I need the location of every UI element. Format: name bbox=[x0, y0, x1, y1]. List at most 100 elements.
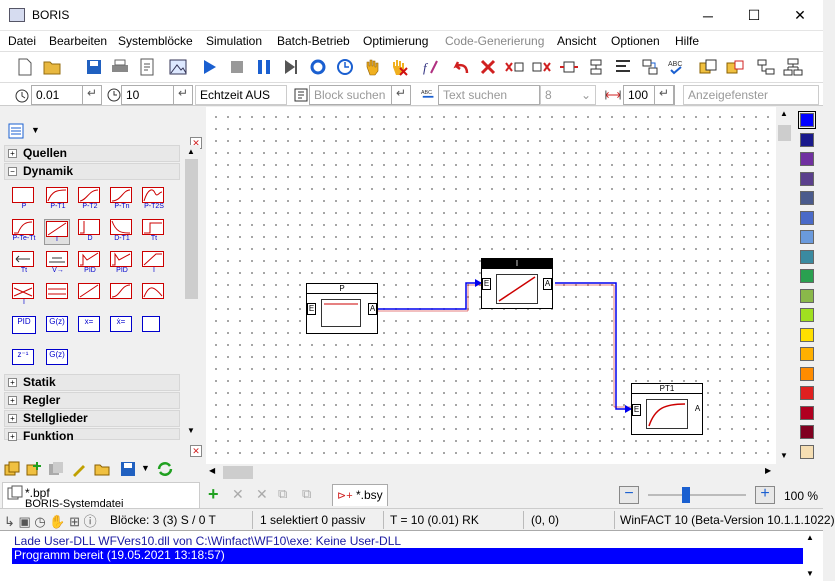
add-tab-icon[interactable]: + bbox=[208, 484, 219, 504]
menu-ansicht[interactable]: Ansicht bbox=[557, 34, 597, 48]
block-s-curve[interactable] bbox=[110, 283, 134, 309]
color-swatch[interactable] bbox=[800, 269, 814, 283]
block-pid-2[interactable]: PID bbox=[110, 251, 134, 277]
print-icon[interactable] bbox=[110, 57, 130, 77]
scroll-down-icon[interactable]: ▼ bbox=[780, 451, 788, 460]
zoom-out-button[interactable]: − bbox=[619, 486, 639, 504]
color-swatch[interactable] bbox=[800, 347, 814, 361]
open-folder-icon[interactable] bbox=[42, 57, 62, 77]
align-vertical-icon[interactable] bbox=[586, 57, 606, 77]
canvas-horizontal-scrollbar[interactable]: ◀ ▶ bbox=[206, 464, 776, 481]
block-v[interactable]: V→ bbox=[46, 251, 70, 277]
connect-icon[interactable] bbox=[640, 57, 660, 77]
scroll-down-icon[interactable]: ▼ bbox=[187, 426, 195, 435]
ungroup-icon[interactable] bbox=[725, 57, 745, 77]
scroll-up-icon[interactable]: ▲ bbox=[187, 147, 195, 156]
save-dropdown-icon[interactable]: ▼ bbox=[141, 463, 150, 473]
output-port[interactable]: A bbox=[368, 303, 377, 315]
scroll-thumb[interactable] bbox=[185, 159, 198, 299]
refresh-icon[interactable] bbox=[308, 57, 328, 77]
layout-icon[interactable] bbox=[756, 57, 776, 77]
color-swatch[interactable] bbox=[800, 308, 814, 322]
close-button[interactable]: ✕ bbox=[794, 7, 806, 23]
save-project-icon[interactable] bbox=[120, 461, 136, 477]
color-swatch[interactable] bbox=[800, 230, 814, 244]
block-state-space[interactable]: x= bbox=[78, 316, 100, 332]
menu-simulation[interactable]: Simulation bbox=[206, 34, 263, 48]
category-dynamik[interactable]: −Dynamik bbox=[4, 163, 180, 180]
input-port[interactable]: E bbox=[482, 278, 491, 290]
block-pid[interactable]: PID bbox=[78, 251, 102, 277]
zoom-slider-track[interactable] bbox=[648, 494, 746, 496]
block-gz-2[interactable]: G(z) bbox=[46, 349, 68, 365]
close-project-panel-icon[interactable]: ✕ bbox=[190, 445, 202, 457]
input-port[interactable]: E bbox=[307, 303, 316, 315]
scroll-thumb[interactable] bbox=[223, 466, 253, 479]
new-file-icon[interactable] bbox=[15, 57, 35, 77]
block-dt1[interactable]: D-T1 bbox=[110, 219, 134, 245]
step-icon[interactable] bbox=[281, 57, 301, 77]
delete-connection-icon[interactable] bbox=[505, 57, 525, 77]
spell-check-icon[interactable]: ABC bbox=[667, 57, 687, 77]
block-i-selected[interactable]: I bbox=[44, 219, 70, 245]
tab-system-file[interactable]: ⊳+ *.bsy bbox=[332, 484, 388, 506]
menu-systembloecke[interactable]: Systemblöcke bbox=[118, 34, 193, 48]
close-all-tabs-icon[interactable]: ✕ bbox=[256, 486, 268, 502]
function-icon[interactable]: f bbox=[420, 57, 440, 77]
project-file-name[interactable]: *.bpf bbox=[25, 486, 50, 500]
maximize-button[interactable]: ☐ bbox=[747, 7, 761, 23]
category-stellglieder[interactable]: +Stellglieder bbox=[4, 410, 180, 427]
realtime-toggle[interactable]: Echtzeit AUS bbox=[195, 85, 287, 105]
align-icon[interactable] bbox=[613, 57, 633, 77]
color-swatch[interactable] bbox=[800, 249, 814, 264]
color-swatch[interactable] bbox=[798, 111, 816, 129]
block-tt-var[interactable]: Tt bbox=[12, 251, 36, 277]
block-p[interactable]: P bbox=[12, 187, 36, 213]
delete-icon[interactable] bbox=[478, 57, 498, 77]
color-swatch[interactable] bbox=[800, 425, 814, 439]
block-d[interactable]: D bbox=[78, 219, 102, 245]
block-z-inverse[interactable]: z⁻¹ bbox=[12, 349, 34, 365]
block-pt2s[interactable]: P-T2S bbox=[142, 187, 166, 213]
project-item[interactable]: BORIS-Systemdatei bbox=[25, 498, 124, 510]
copy-tab-icon[interactable]: ⧉ bbox=[278, 486, 288, 501]
swap-icon[interactable] bbox=[559, 57, 579, 77]
stop-simulation-icon[interactable] bbox=[227, 57, 247, 77]
block-pid-discrete[interactable]: PID bbox=[12, 316, 36, 334]
canvas-vertical-scrollbar[interactable]: ▲ ▼ bbox=[776, 107, 793, 464]
color-swatch[interactable] bbox=[800, 327, 814, 342]
step-apply-icon[interactable]: ↵ bbox=[82, 85, 102, 105]
category-quellen[interactable]: +Quellen bbox=[4, 145, 180, 162]
start-simulation-icon[interactable] bbox=[199, 57, 219, 77]
block-pt1[interactable]: P-T1 bbox=[46, 187, 70, 213]
text-search-input[interactable]: Text suchen bbox=[438, 85, 540, 105]
block-ptn[interactable]: P-Tn bbox=[110, 187, 134, 213]
zoom-slider-handle[interactable] bbox=[682, 487, 690, 503]
block-search-apply-icon[interactable]: ↵ bbox=[391, 85, 411, 105]
block-tt[interactable]: Tt bbox=[142, 219, 166, 245]
block-i-limit[interactable]: I bbox=[142, 251, 166, 277]
block-p-instance[interactable]: P E A bbox=[306, 283, 378, 334]
hand-icon[interactable] bbox=[362, 57, 382, 77]
step-size-input[interactable]: 0.01 bbox=[31, 85, 95, 105]
category-statik[interactable]: +Statik bbox=[4, 374, 180, 391]
minimize-button[interactable]: ─ bbox=[703, 7, 713, 24]
connection-p-to-i[interactable] bbox=[378, 282, 481, 310]
close-tab-icon[interactable]: ✕ bbox=[232, 486, 244, 502]
copy-project-icon[interactable] bbox=[48, 461, 64, 477]
menu-optionen[interactable]: Optionen bbox=[611, 34, 660, 48]
view-list-icon[interactable] bbox=[8, 123, 24, 139]
block-hysteresis[interactable] bbox=[46, 283, 70, 309]
output-port[interactable]: A bbox=[543, 278, 552, 290]
block-search-input[interactable]: Block suchen bbox=[309, 85, 409, 105]
log-scroll-up-icon[interactable]: ▲ bbox=[806, 533, 814, 542]
menu-code-generierung[interactable]: Code-Generierung bbox=[445, 34, 545, 48]
color-swatch[interactable] bbox=[800, 405, 814, 420]
scroll-thumb[interactable] bbox=[778, 125, 791, 141]
view-dropdown-icon[interactable]: ▼ bbox=[31, 125, 40, 135]
block-bump[interactable] bbox=[142, 283, 166, 309]
delete-block-icon[interactable] bbox=[532, 57, 552, 77]
input-port[interactable]: E bbox=[632, 404, 641, 416]
color-swatch[interactable] bbox=[800, 132, 814, 147]
scroll-up-icon[interactable]: ▲ bbox=[780, 109, 788, 118]
